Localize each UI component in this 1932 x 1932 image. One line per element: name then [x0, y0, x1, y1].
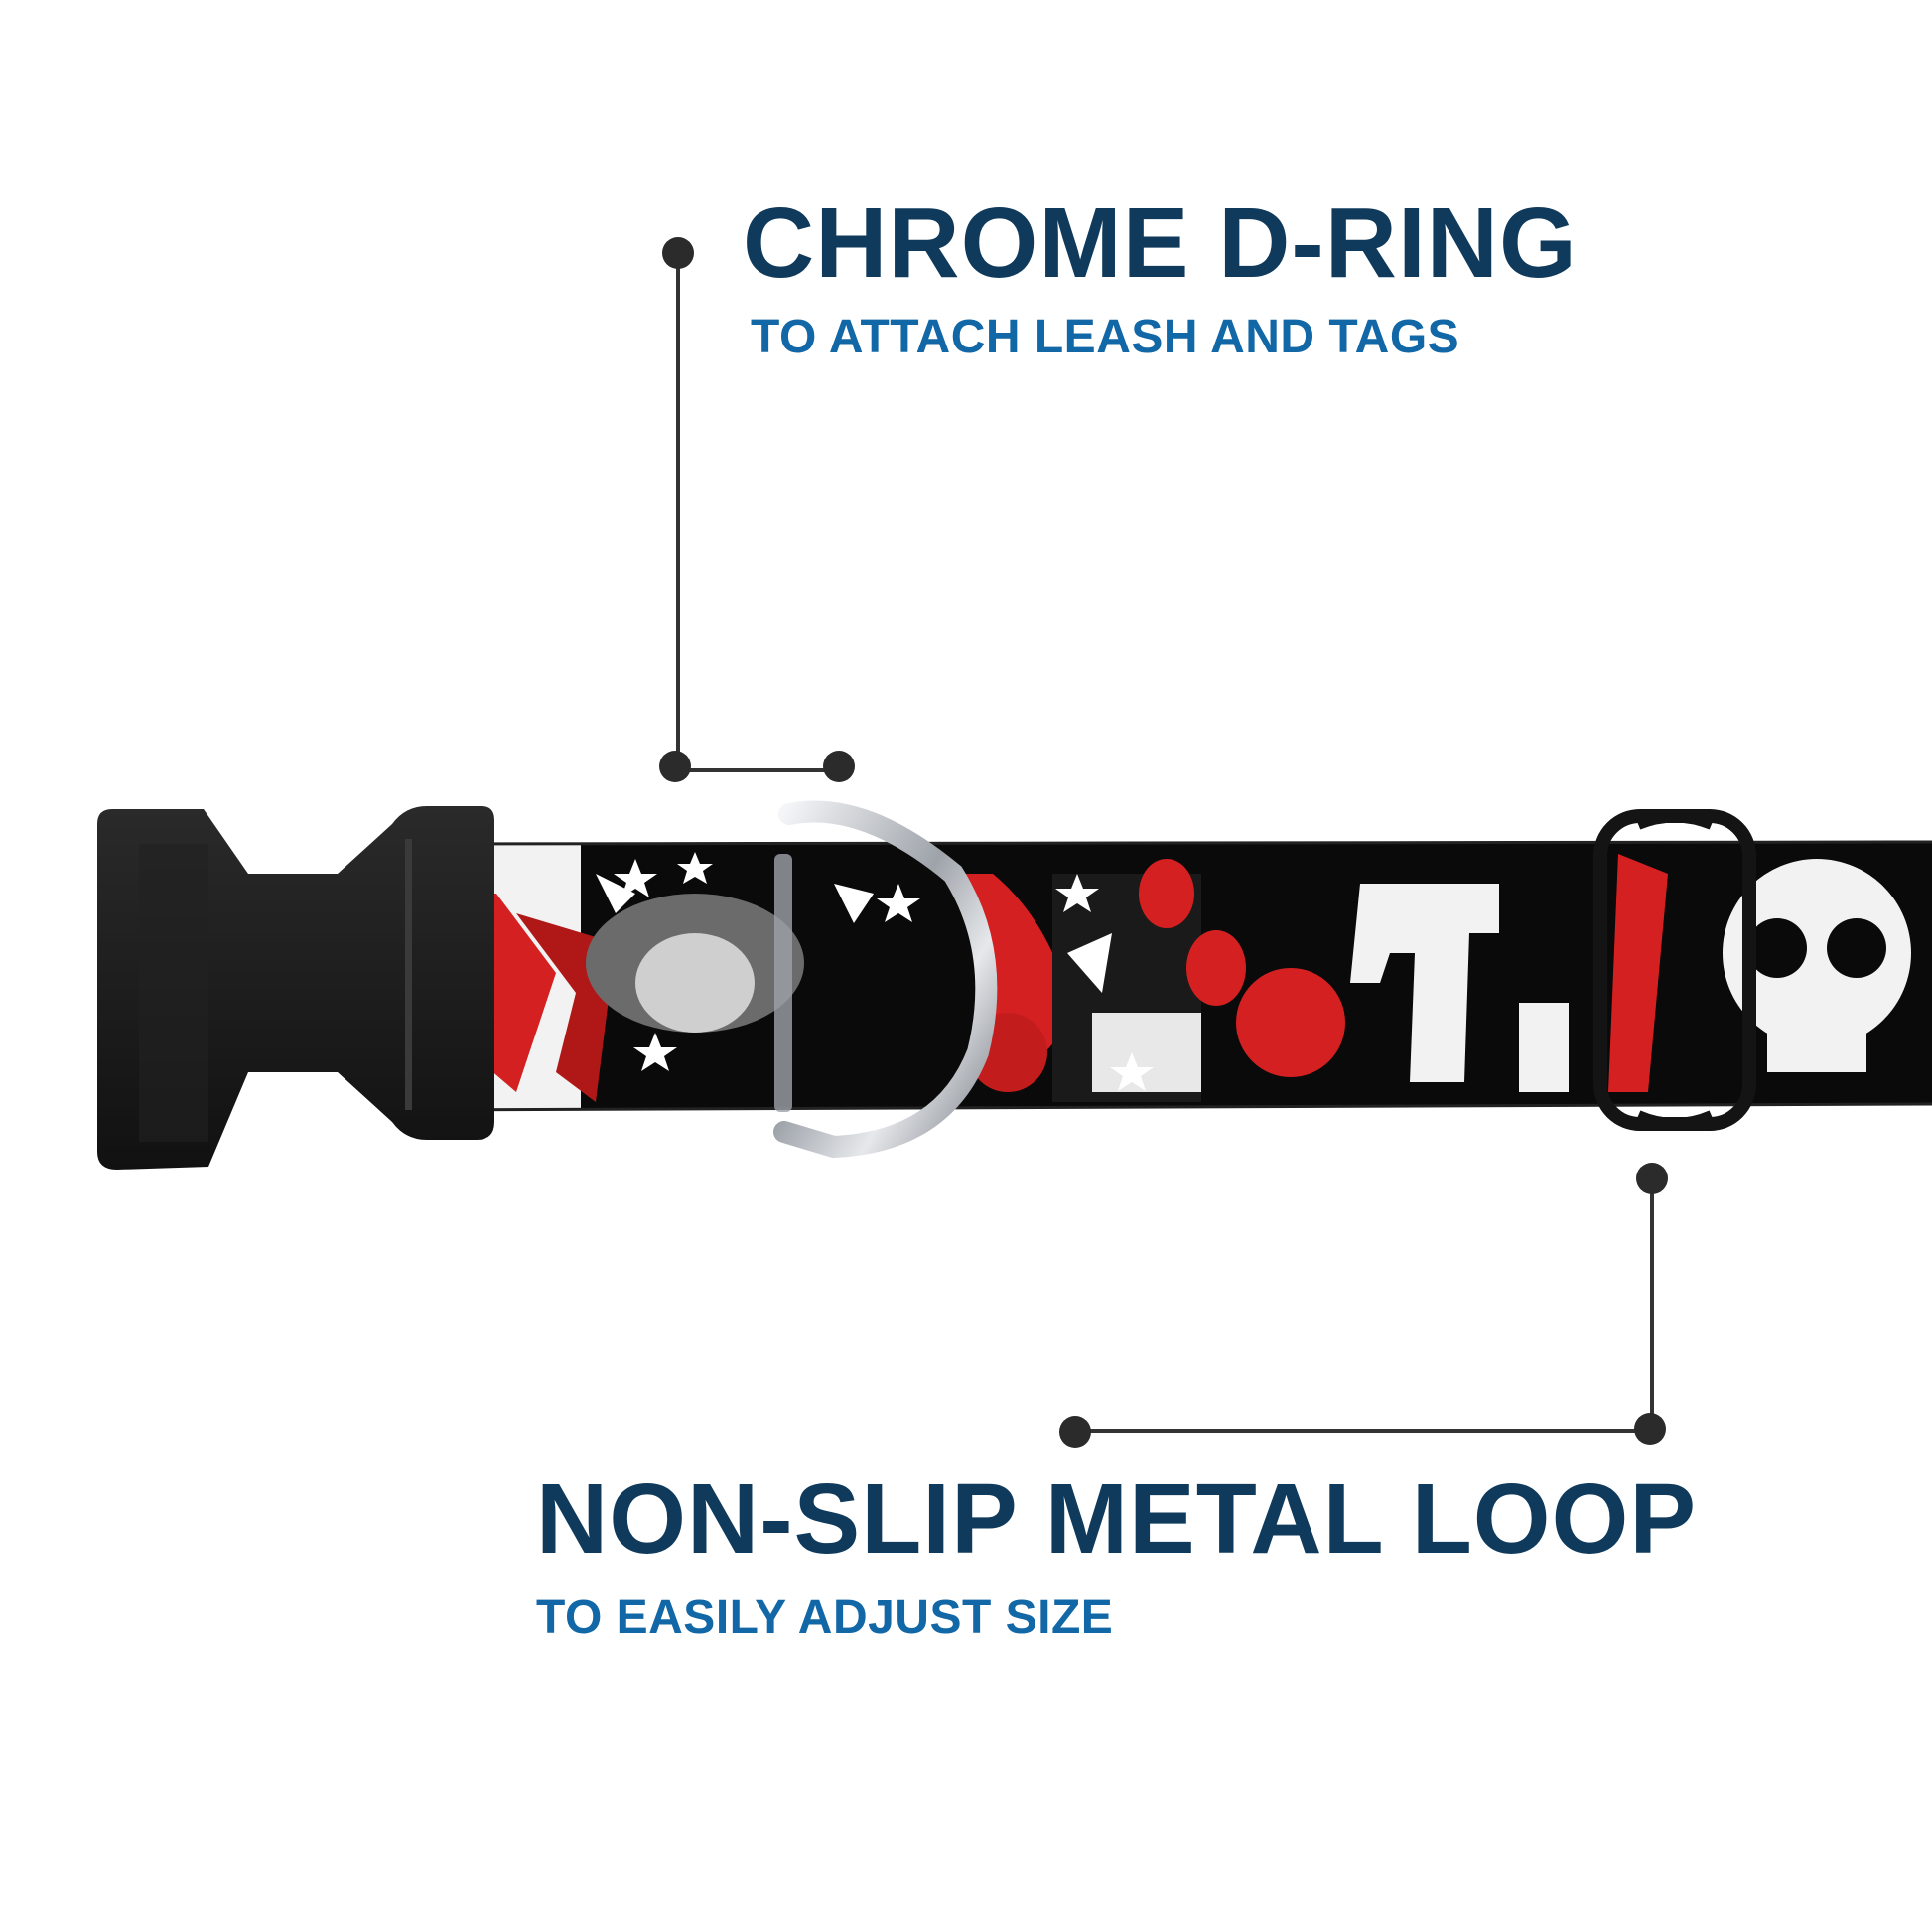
- leader-dot: [1059, 1416, 1091, 1448]
- leader-dot: [823, 751, 855, 782]
- leader-dot: [662, 237, 694, 269]
- metal-loop-leader-line: [1075, 1178, 1654, 1433]
- leader-dot: [659, 751, 691, 782]
- collar-strap-icon: [411, 840, 1932, 1112]
- d-ring-callout-title: CHROME D-RING: [743, 188, 1578, 299]
- metal-loop-callout-subtitle: TO EASILY ADJUST SIZE: [536, 1591, 1114, 1644]
- leader-dot: [1636, 1163, 1668, 1194]
- buckle-icon: [97, 806, 494, 1170]
- metal-loop-icon: [1593, 809, 1756, 1131]
- metal-loop-callout-title: NON-SLIP METAL LOOP: [536, 1463, 1698, 1575]
- leader-dot: [1634, 1413, 1666, 1445]
- d-ring-leader-line: [676, 253, 839, 772]
- d-ring-callout-subtitle: TO ATTACH LEASH AND TAGS: [751, 311, 1460, 363]
- d-ring-icon: [773, 800, 998, 1159]
